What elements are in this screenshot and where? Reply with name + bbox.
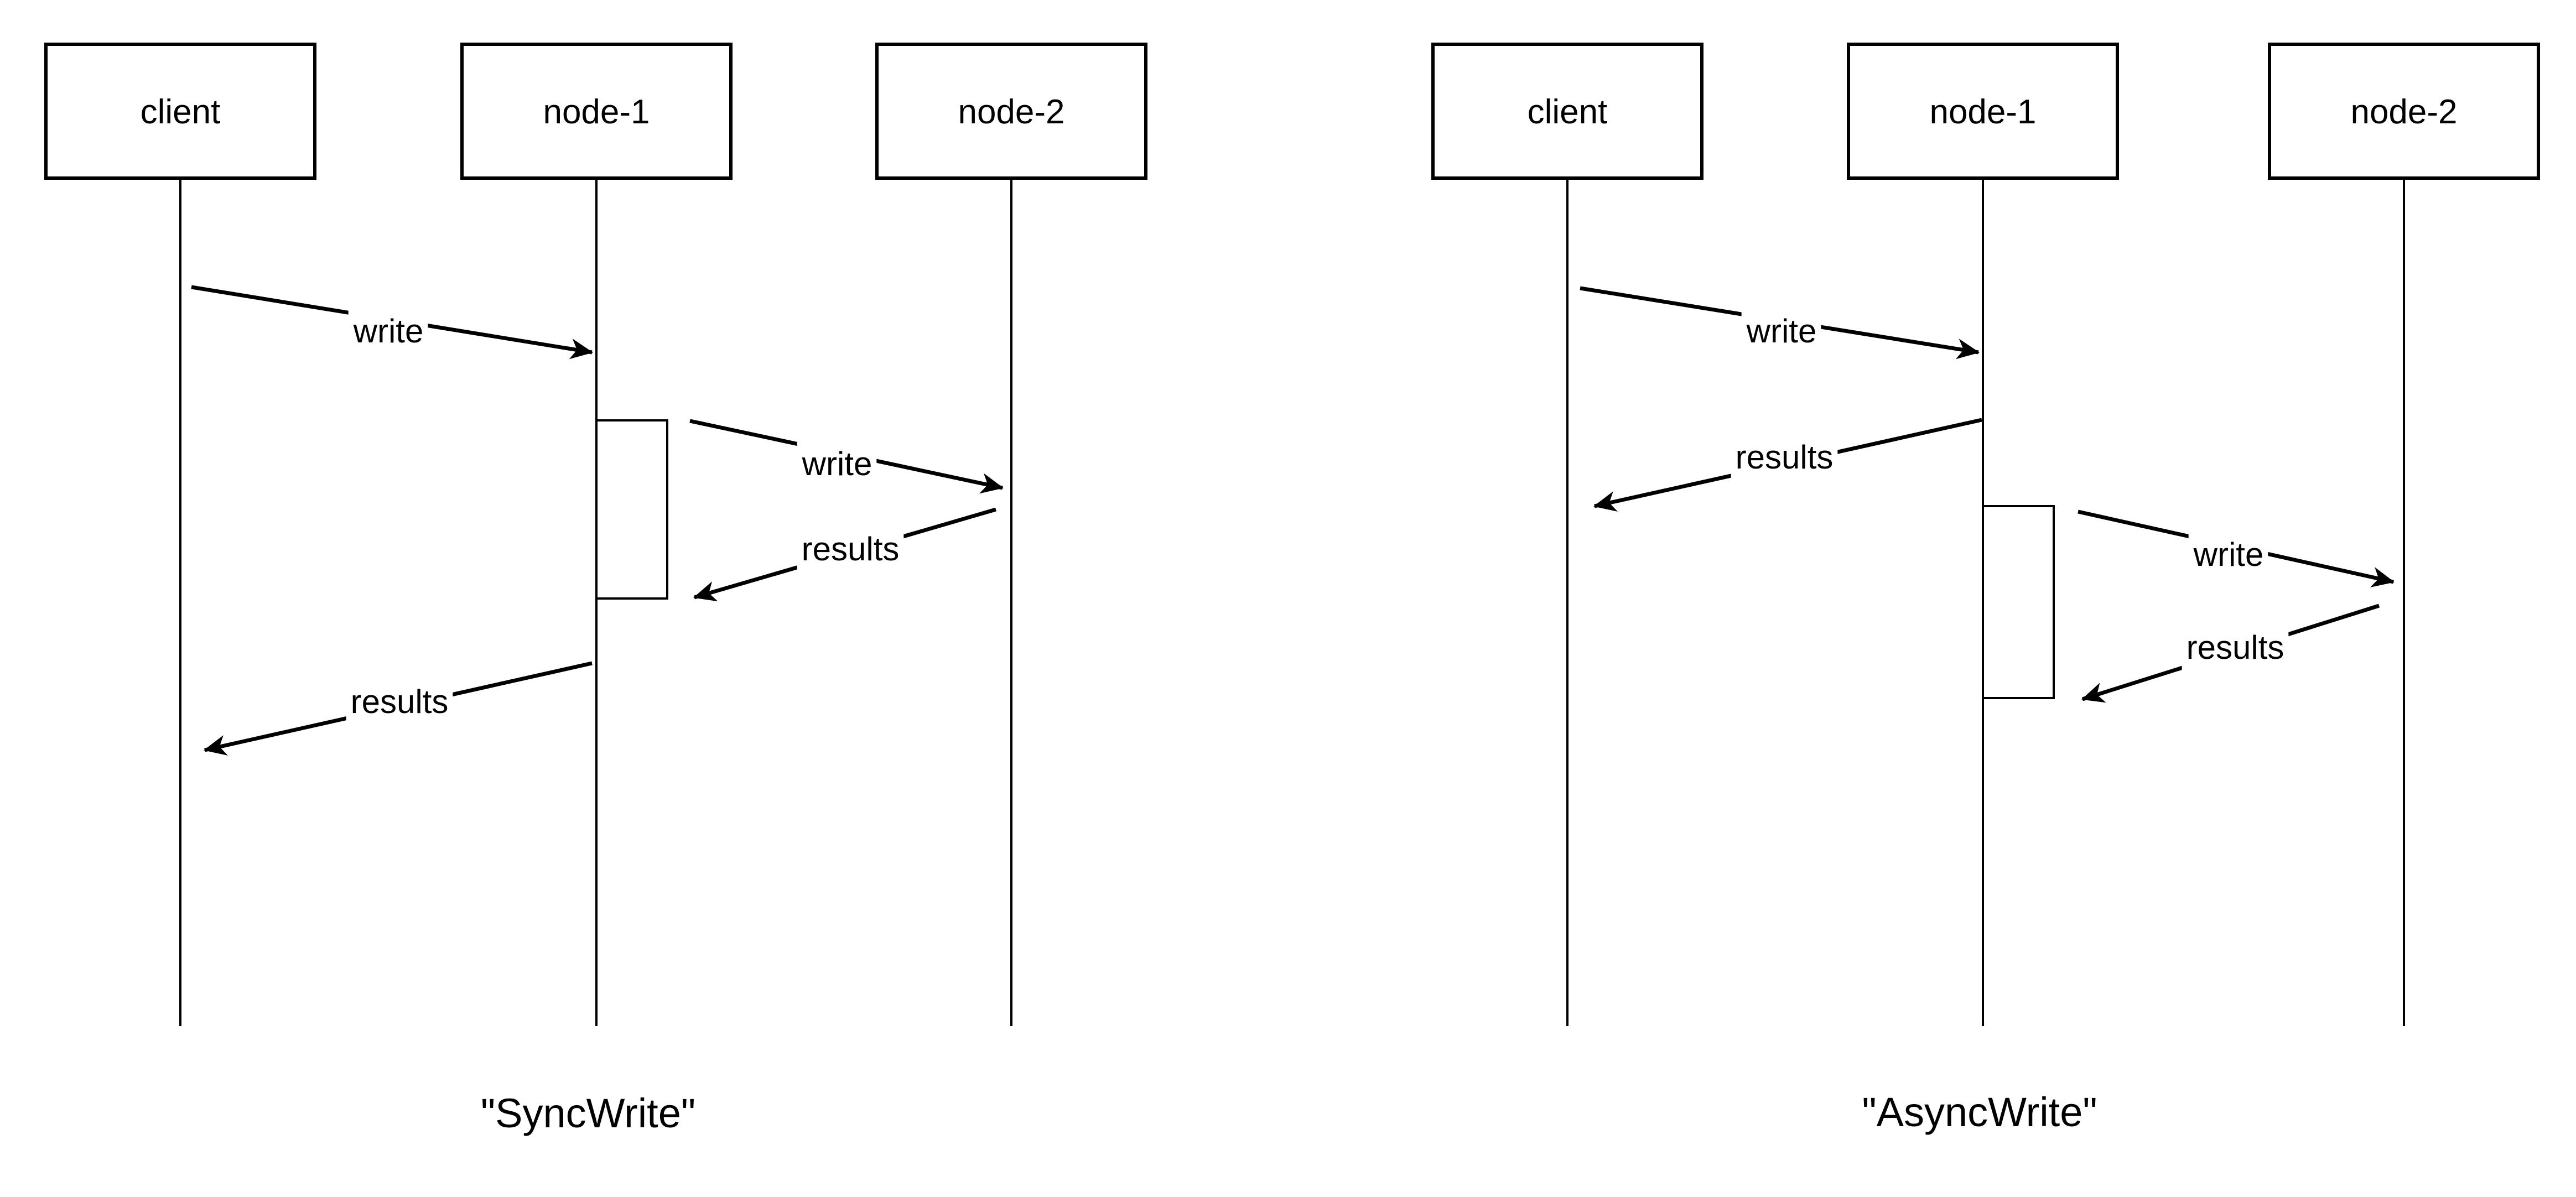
actor-label-client: client bbox=[141, 93, 221, 131]
actor-label-client: client bbox=[1528, 93, 1608, 131]
actor-box-client bbox=[44, 43, 316, 180]
actor-label-node-1: node-1 bbox=[1929, 93, 2036, 131]
actor-label-node-1: node-1 bbox=[543, 93, 650, 131]
diagram-caption-asyncwrite: "AsyncWrite" bbox=[1862, 1089, 2097, 1135]
message-label-write: write bbox=[353, 313, 424, 350]
message-label-write: write bbox=[802, 445, 872, 482]
message-label-write: write bbox=[1746, 313, 1817, 350]
actor-box-node-1 bbox=[1847, 43, 2119, 180]
message-label-write: write bbox=[2193, 536, 2264, 573]
actor-box-client bbox=[1431, 43, 1704, 180]
message-label-results: results bbox=[1736, 439, 1834, 476]
diagram-caption-syncwrite: "SyncWrite" bbox=[481, 1090, 695, 1136]
message-label-background bbox=[1731, 434, 1838, 480]
diagram-async-write: client node-1 node-2 write results write… bbox=[1431, 43, 2540, 1135]
message-label-background bbox=[2182, 624, 2289, 670]
actor-box-node-1 bbox=[460, 43, 733, 180]
actor-box-node-2 bbox=[875, 43, 1147, 180]
message-label-results: results bbox=[802, 530, 900, 568]
actor-box-node-2 bbox=[2268, 43, 2540, 180]
message-label-results: results bbox=[351, 683, 449, 720]
actor-label-node-2: node-2 bbox=[958, 93, 1064, 131]
actor-label-node-2: node-2 bbox=[2350, 93, 2457, 131]
message-label-background bbox=[1741, 308, 1821, 354]
message-label-background bbox=[2188, 532, 2268, 577]
activation-bar-node-1 bbox=[595, 419, 668, 600]
diagram-sync-write: client node-1 node-2 write write results… bbox=[44, 43, 1147, 1136]
message-label-results: results bbox=[2187, 629, 2284, 666]
message-label-background bbox=[348, 308, 428, 354]
message-label-background bbox=[797, 526, 904, 572]
message-label-background bbox=[797, 441, 877, 487]
message-label-background bbox=[346, 679, 453, 725]
activation-bar-node-1 bbox=[1982, 505, 2055, 699]
